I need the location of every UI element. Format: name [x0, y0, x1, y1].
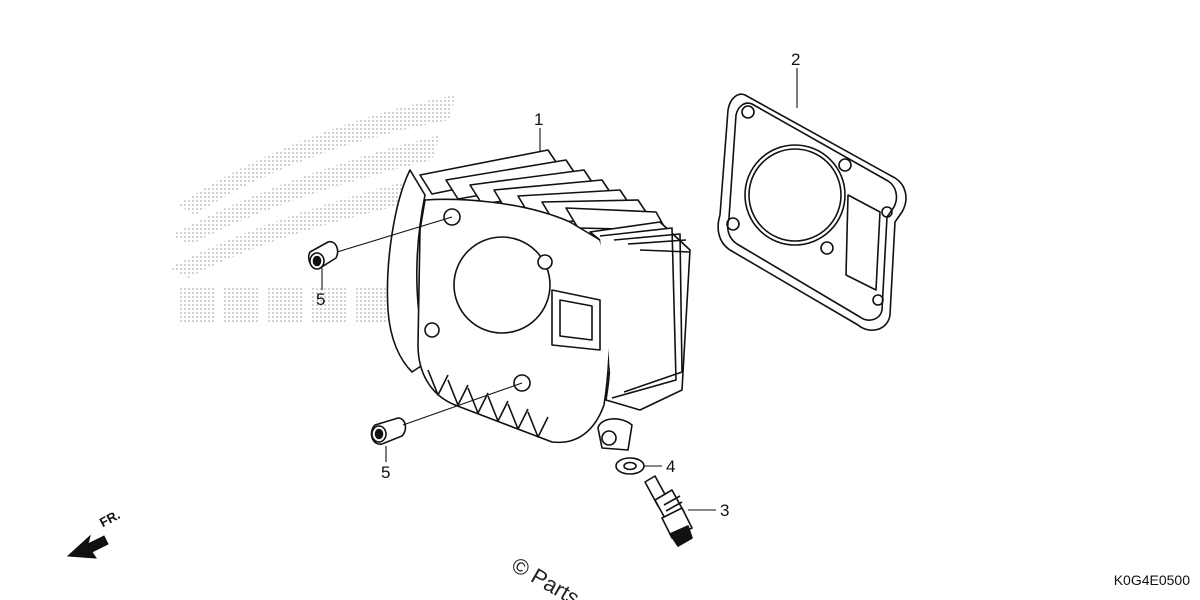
- callout-1: 1: [534, 110, 544, 129]
- dowel-pin-top: [307, 240, 339, 270]
- gasket-bore: [744, 144, 846, 246]
- gasket-hole: [872, 294, 884, 306]
- leader-lines: [321, 68, 798, 511]
- cylinder-side-fins: [589, 221, 691, 411]
- callout-3: 3: [720, 501, 730, 520]
- honda-wing-logo: [170, 95, 455, 322]
- gasket-hole: [820, 241, 834, 255]
- sensor-drawing: [644, 475, 693, 547]
- dowel-pin-bottom: [370, 417, 407, 445]
- front-arrow-icon: [66, 534, 109, 559]
- stud-hole: [424, 322, 440, 338]
- callout-4: 4: [666, 457, 676, 476]
- cylinder-top-fins: [419, 149, 667, 231]
- gasket-cam-opening: [845, 194, 881, 291]
- callout-5-bottom: 5: [381, 463, 391, 482]
- diagram-code: K0G4E0500: [1113, 572, 1190, 588]
- gasket-hole: [838, 158, 852, 172]
- gasket-drawing: [717, 93, 907, 331]
- washer-drawing: [615, 457, 645, 475]
- callout-5-top: 5: [316, 290, 326, 309]
- cylinder-bore: [453, 236, 551, 334]
- gasket-hole: [881, 206, 893, 218]
- cylinder-drawing: [386, 149, 691, 451]
- gasket-hole: [741, 105, 755, 119]
- callout-2: 2: [791, 50, 801, 69]
- gasket-hole: [726, 217, 740, 231]
- cylinder-bottom-fins: [427, 369, 549, 438]
- stud-hole: [537, 254, 553, 270]
